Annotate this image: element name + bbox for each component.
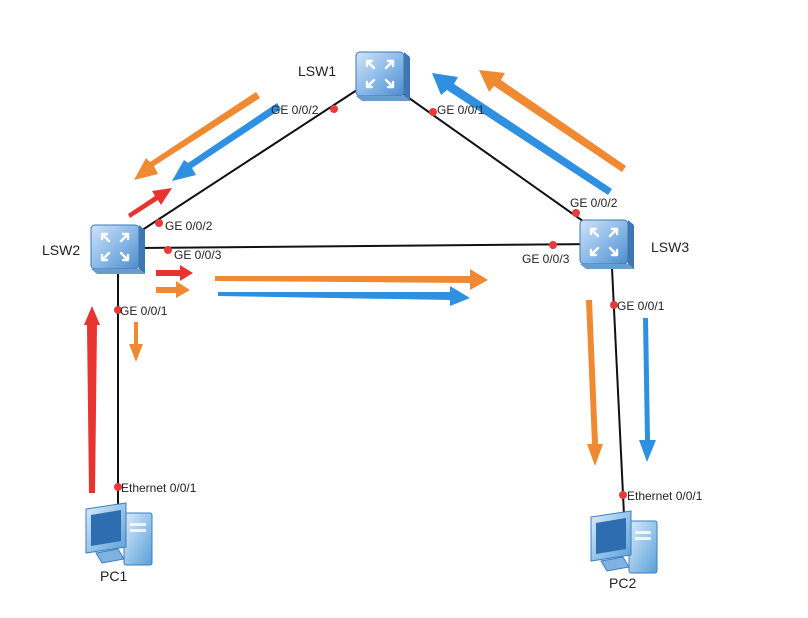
label-pc2: PC2 <box>609 575 636 591</box>
label-lsw2: LSW2 <box>42 242 80 258</box>
arrow-blue-lsw3-to-lsw1 <box>432 73 612 195</box>
port-dot-pc2-eth001 <box>619 491 627 499</box>
port-dot-lsw1-ge001 <box>429 108 437 116</box>
arrow-orange-lsw2-right <box>156 281 190 298</box>
port-dot-lsw2-ge003 <box>164 246 172 254</box>
pc-pc1[interactable] <box>85 502 153 566</box>
switch-lsw1[interactable] <box>355 51 410 101</box>
switch-lsw3[interactable] <box>579 219 634 269</box>
arrow-red-pc1-to-lsw2 <box>84 306 100 493</box>
link-lsw1-lsw3 <box>391 85 605 237</box>
port-label-pc1-eth001: Ethernet 0/0/1 <box>121 481 197 495</box>
pc-icon <box>85 502 153 566</box>
port-label-lsw2-ge002: GE 0/0/2 <box>165 219 213 233</box>
label-pc1: PC1 <box>100 568 127 584</box>
arrow-red-lsw2-right <box>156 265 193 281</box>
arrow-blue-lsw2-to-lsw3 <box>218 286 470 306</box>
switch-icon <box>579 219 634 269</box>
port-dot-lsw3-ge002 <box>572 209 580 217</box>
arrow-orange-lsw2-to-lsw3 <box>215 269 488 290</box>
port-label-lsw3-ge001: GE 0/0/1 <box>617 299 665 313</box>
port-dot-pc1-eth001 <box>114 483 122 491</box>
label-lsw1: LSW1 <box>298 63 336 79</box>
link-lsw3-pc2 <box>611 267 625 516</box>
port-dot-lsw1-ge002 <box>330 105 338 113</box>
link-lsw1-lsw2 <box>129 87 361 239</box>
pc-pc2[interactable] <box>590 510 658 574</box>
port-label-lsw2-ge001: GE 0/0/1 <box>120 304 168 318</box>
port-dots <box>114 105 627 499</box>
link-lsw2-lsw3 <box>139 243 601 249</box>
switch-icon <box>90 224 145 274</box>
switch-icon <box>355 51 410 101</box>
arrows <box>84 70 656 493</box>
port-label-pc2-eth001: Ethernet 0/0/1 <box>627 489 703 503</box>
label-lsw3: LSW3 <box>651 239 689 255</box>
port-label-lsw3-ge002: GE 0/0/2 <box>570 196 618 210</box>
arrow-red-lsw2-up <box>128 188 172 218</box>
port-dot-lsw3-ge003 <box>549 241 557 249</box>
pc-icon <box>590 510 658 574</box>
arrow-orange-lsw2-down <box>129 322 143 362</box>
arrow-orange-lsw3-to-pc2 <box>586 300 603 466</box>
port-dot-lsw2-ge001 <box>114 306 122 314</box>
port-label-lsw1-ge001: GE 0/0/1 <box>437 103 485 117</box>
port-label-lsw3-ge003: GE 0/0/3 <box>522 252 570 266</box>
arrow-orange-lsw1-to-lsw2 <box>134 92 260 180</box>
arrow-orange-lsw3-to-lsw1 <box>479 70 626 172</box>
port-dot-lsw2-ge002 <box>155 219 163 227</box>
port-dot-lsw3-ge001 <box>610 301 618 309</box>
switch-lsw2[interactable] <box>90 224 145 274</box>
port-label-lsw2-ge003: GE 0/0/3 <box>174 248 222 262</box>
arrow-blue-lsw3-to-pc2 <box>639 318 656 462</box>
port-label-lsw1-ge002: GE 0/0/2 <box>271 103 319 117</box>
arrow-blue-lsw1-to-lsw2 <box>172 103 281 181</box>
